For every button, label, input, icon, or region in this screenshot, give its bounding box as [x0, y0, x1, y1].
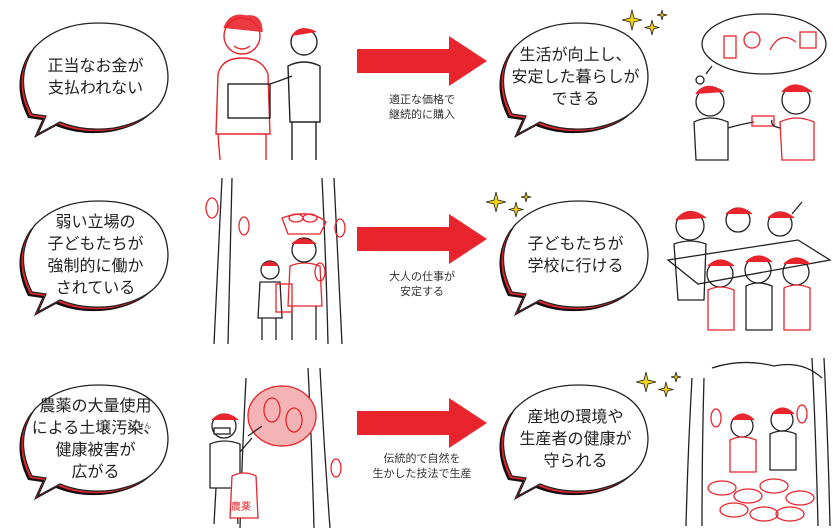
- school-children-illustration: [666, 200, 832, 344]
- action-line: 適正な価格で: [389, 93, 455, 106]
- problem-line: 子どもたちが: [47, 234, 144, 253]
- arrow-1: [357, 36, 487, 86]
- action-caption-3: 伝統的で自然を 生かした技法で生産: [347, 451, 497, 481]
- action-line: 伝統的で自然を: [383, 452, 461, 465]
- unfair-payment-illustration: [200, 14, 340, 168]
- sparkle-icon: [635, 370, 684, 414]
- problem-line: されている: [55, 278, 136, 297]
- pesticide-spraying-illustration: 農薬: [196, 367, 356, 532]
- child-labor-illustration: [192, 177, 352, 348]
- result-line: 守られる: [543, 451, 608, 470]
- row-2: 弱い立場の 子どもたちが 強制的に働か されている: [0, 176, 833, 346]
- problem-line: 農薬の大量使用: [39, 396, 152, 415]
- result-line: 生活が向上し、: [519, 45, 632, 64]
- action-line: 大人の仕事が: [389, 270, 455, 283]
- action-line: 継続的に購入: [389, 108, 455, 121]
- result-line: できる: [551, 89, 600, 108]
- problem-line: 支払われない: [47, 78, 144, 97]
- problem-line: 強制的に働か: [47, 256, 144, 275]
- action-line: 生かした技法で生産: [372, 467, 472, 480]
- problem-bubble-3: 農薬の大量使用 による土壌汚染、 健康被害が 広がる お せん: [18, 380, 173, 500]
- result-bubble-3: 産地の環境や 生産者の健康が 守られる: [498, 380, 653, 500]
- action-caption-2: 大人の仕事が 安定する: [347, 269, 497, 299]
- healthy-farm-illustration: [682, 357, 832, 530]
- problem-line: 広がる: [71, 462, 120, 481]
- action-line: 安定する: [400, 285, 444, 298]
- result-line: 産地の環境や: [527, 407, 624, 426]
- problem-line: 健康被害が: [55, 440, 136, 459]
- result-line: 学校に行ける: [527, 256, 624, 275]
- sparkle-icon: [485, 190, 534, 234]
- problem-line: 正当なお金が: [47, 56, 144, 75]
- problem-bubble-2: 弱い立場の 子どもたちが 強制的に働か されている: [18, 196, 173, 316]
- row-1: 正当なお金が 支払われない 適正な価格で 継続的に購入: [0, 0, 833, 170]
- arrow-3: [357, 398, 487, 448]
- result-bubble-2: 子どもたちが 学校に行ける: [498, 196, 653, 316]
- problem-bubble-1: 正当なお金が 支払われない: [18, 18, 173, 138]
- result-line: 子どもたちが: [527, 234, 624, 253]
- better-life-illustration: [672, 10, 832, 174]
- result-line: 生産者の健康が: [519, 429, 632, 448]
- arrow-2: [357, 214, 487, 264]
- pesticide-bag-label: 農薬: [231, 502, 251, 513]
- action-caption-1: 適正な価格で 継続的に購入: [347, 92, 497, 122]
- result-bubble-1: 生活が向上し、 安定した暮らしが できる: [498, 18, 653, 138]
- problem-line: による土壌汚染、: [31, 418, 160, 437]
- sparkle-icon: [621, 8, 670, 52]
- result-line: 安定した暮らしが: [511, 67, 640, 86]
- problem-line: 弱い立場の: [55, 212, 136, 231]
- furigana: お せん: [128, 422, 152, 430]
- row-3: 農薬の大量使用 による土壌汚染、 健康被害が 広がる お せん 農薬: [0, 357, 833, 530]
